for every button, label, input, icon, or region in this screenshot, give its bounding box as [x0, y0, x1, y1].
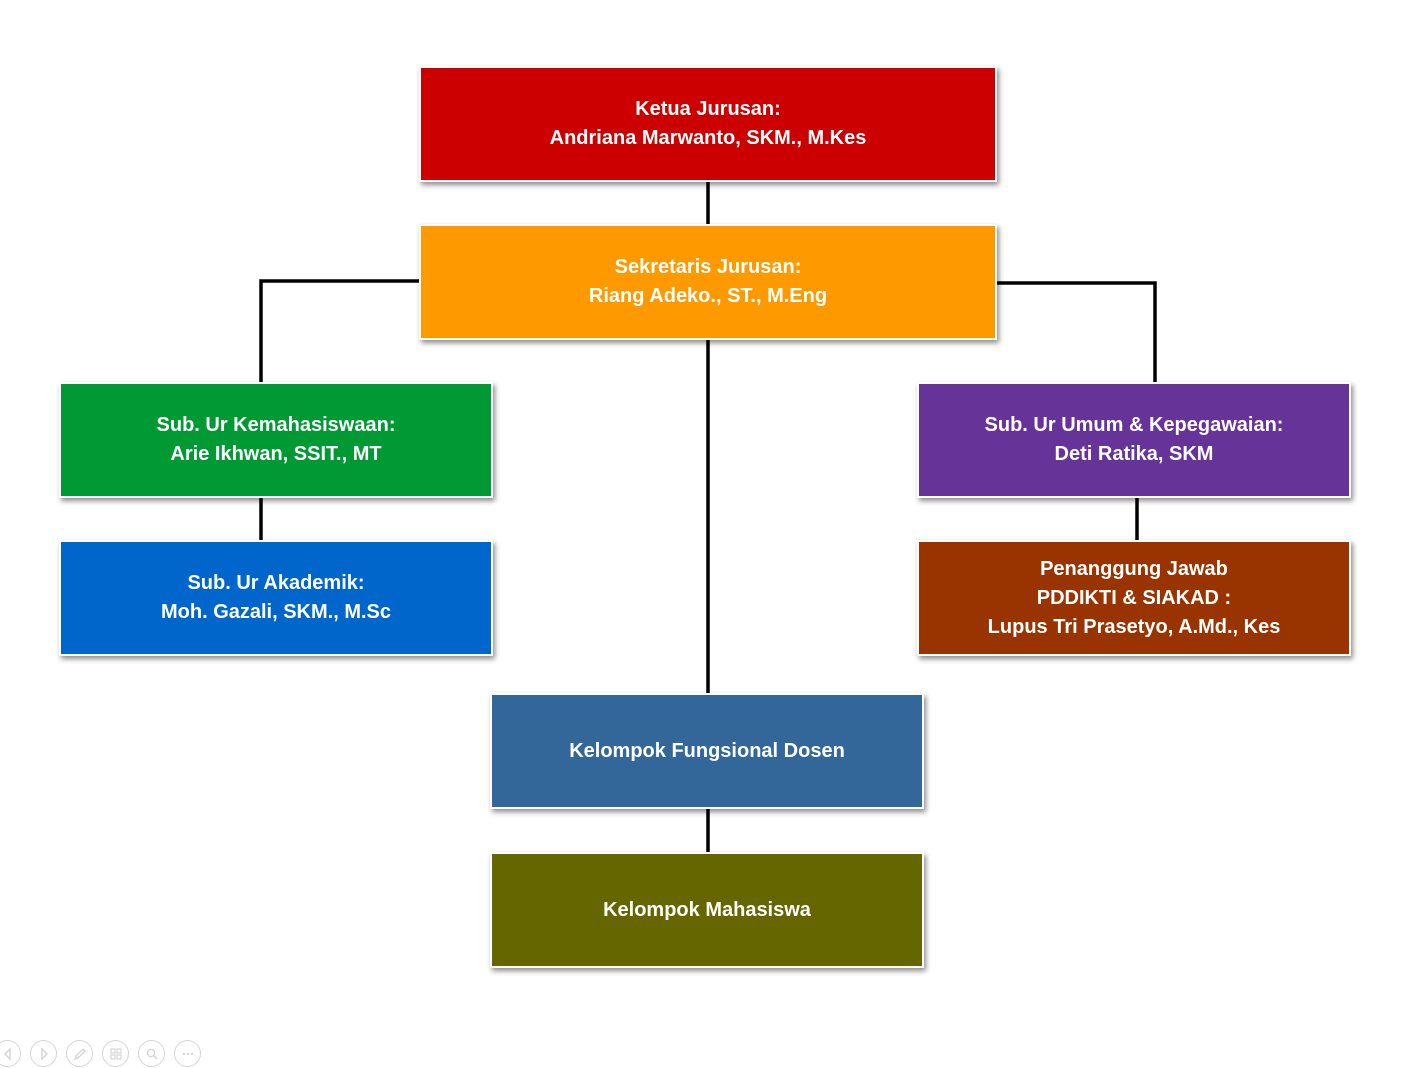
pen-tool-button[interactable] — [66, 1040, 93, 1067]
previous-slide-button[interactable] — [0, 1040, 21, 1067]
sub-ur-kemahasiswaan-title: Sub. Ur Kemahasiswaan: — [156, 414, 396, 436]
next-icon — [40, 1046, 48, 1061]
connector-sekretaris-kemahasiswaan — [259, 279, 419, 382]
sekretaris-jurusan-box: Sekretaris Jurusan: Riang Adeko., ST., M… — [419, 224, 997, 340]
more-options-icon — [182, 1052, 193, 1055]
pen-icon — [73, 1047, 86, 1060]
kelompok-dosen-box: Kelompok Fungsional Dosen — [490, 693, 924, 809]
sub-ur-akademik-title: Sub. Ur Akademik: — [187, 572, 365, 594]
sub-ur-akademik-box: Sub. Ur Akademik: Moh. Gazali, SKM., M.S… — [59, 540, 493, 656]
previous-icon — [3, 1046, 11, 1061]
sub-ur-umum-title: Sub. Ur Umum & Kepegawaian: — [984, 414, 1284, 436]
sub-ur-akademik-name: Moh. Gazali, SKM., M.Sc — [160, 601, 392, 623]
connector-sekretaris-umum — [997, 281, 1157, 382]
sekretaris-jurusan-title: Sekretaris Jurusan: — [614, 256, 802, 278]
kelompok-dosen-label: Kelompok Fungsional Dosen — [569, 739, 845, 762]
sub-ur-kemahasiswaan-box: Sub. Ur Kemahasiswaan: Arie Ikhwan, SSIT… — [59, 382, 493, 498]
slideshow-controls — [0, 1040, 201, 1068]
ketua-jurusan-name: Andriana Marwanto, SKM., M.Kes — [549, 127, 867, 149]
sub-ur-umum-box: Sub. Ur Umum & Kepegawaian: Deti Ratika,… — [917, 382, 1351, 498]
more-options-button[interactable] — [174, 1040, 201, 1067]
penanggung-jawab-name: Lupus Tri Prasetyo, A.Md., Kes — [987, 615, 1281, 638]
zoom-icon — [146, 1048, 158, 1060]
slides-grid-icon — [109, 1047, 122, 1060]
see-all-slides-button[interactable] — [102, 1040, 129, 1067]
kelompok-mahasiswa-label: Kelompok Mahasiswa — [603, 898, 811, 921]
kelompok-mahasiswa-box: Kelompok Mahasiswa — [490, 852, 924, 968]
ketua-jurusan-title: Ketua Jurusan: — [635, 98, 781, 120]
sub-ur-umum-name: Deti Ratika, SKM — [1054, 443, 1214, 465]
penanggung-jawab-box: Penanggung Jawab PDDIKTI & SIAKAD : Lupu… — [917, 540, 1351, 656]
ketua-jurusan-box: Ketua Jurusan: Andriana Marwanto, SKM., … — [419, 66, 997, 182]
zoom-button[interactable] — [138, 1040, 165, 1067]
next-slide-button[interactable] — [30, 1040, 57, 1067]
penanggung-jawab-title: Penanggung Jawab — [1040, 557, 1228, 580]
sekretaris-jurusan-name: Riang Adeko., ST., M.Eng — [588, 285, 828, 307]
penanggung-jawab-scope: PDDIKTI & SIAKAD : — [1036, 586, 1232, 609]
sub-ur-kemahasiswaan-name: Arie Ikhwan, SSIT., MT — [170, 443, 382, 465]
